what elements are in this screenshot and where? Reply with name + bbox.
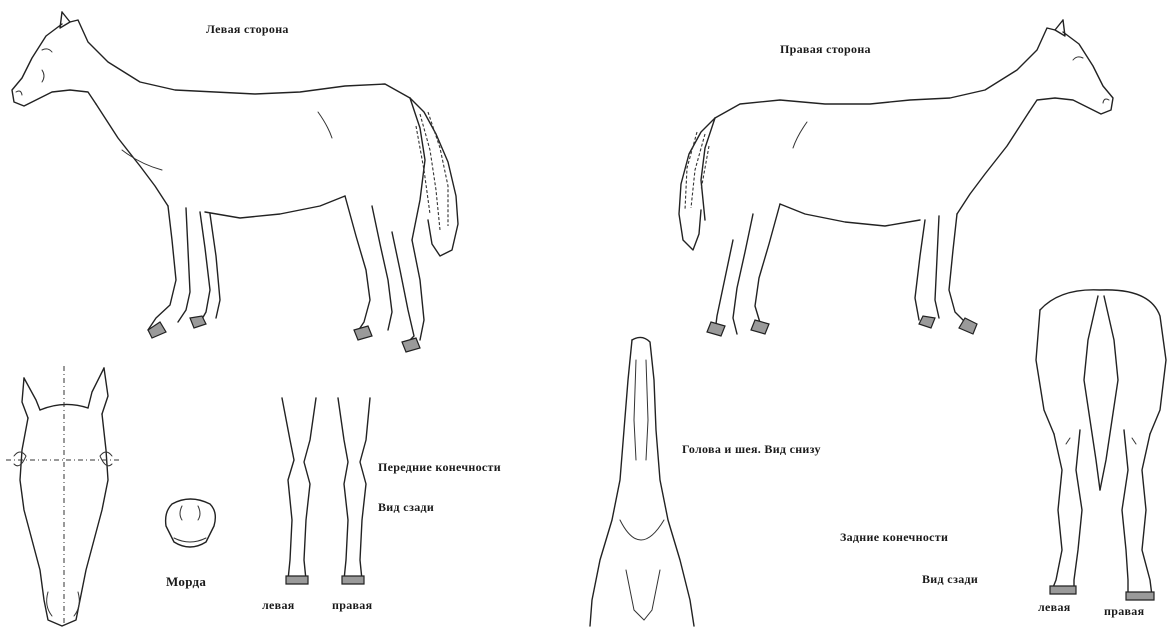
hind-right-label: правая — [1104, 604, 1144, 619]
hind-left-label: левая — [1038, 600, 1071, 615]
head-neck-below-drawing — [590, 337, 694, 626]
head-front-view-drawing — [6, 366, 122, 626]
front-right-label: правая — [332, 598, 372, 613]
hind-legs-label: Задние конечности — [840, 530, 948, 545]
horse-right-side-drawing — [679, 20, 1113, 336]
horse-left-side-drawing — [12, 12, 458, 352]
front-legs-label: Передние конечности — [378, 460, 501, 475]
front-legs-view-label: Вид сзади — [378, 500, 434, 515]
hind-legs-rear-view-drawing — [1036, 290, 1166, 600]
front-left-label: левая — [262, 598, 295, 613]
right-side-label: Правая сторона — [780, 42, 871, 57]
left-side-label: Левая сторона — [206, 22, 289, 37]
front-legs-rear-view-drawing — [282, 398, 370, 584]
head-neck-below-label: Голова и шея. Вид снизу — [682, 442, 821, 457]
muzzle-drawing — [166, 499, 216, 547]
muzzle-label: Морда — [166, 574, 206, 590]
hind-legs-view-label: Вид сзади — [922, 572, 978, 587]
